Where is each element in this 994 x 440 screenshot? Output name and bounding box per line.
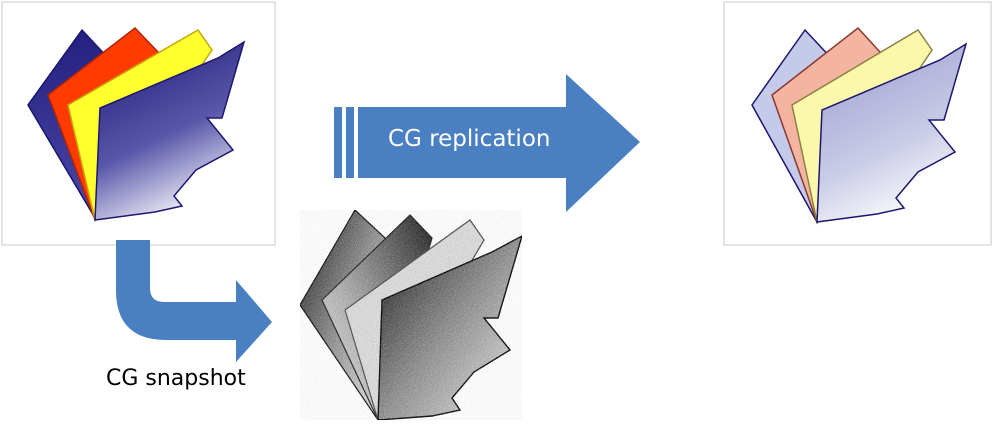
snapshot-arrow bbox=[116, 240, 272, 362]
snapshot-folder-icon[interactable] bbox=[299, 209, 524, 422]
replica-folder-icon[interactable] bbox=[751, 26, 968, 225]
source-folder-frame bbox=[1, 1, 276, 246]
replication-arrow bbox=[334, 74, 640, 212]
replication-label: CG replication bbox=[388, 126, 551, 152]
replica-folder-frame bbox=[723, 1, 992, 246]
snapshot-label: CG snapshot bbox=[106, 366, 246, 391]
source-folder-icon[interactable] bbox=[27, 26, 246, 223]
